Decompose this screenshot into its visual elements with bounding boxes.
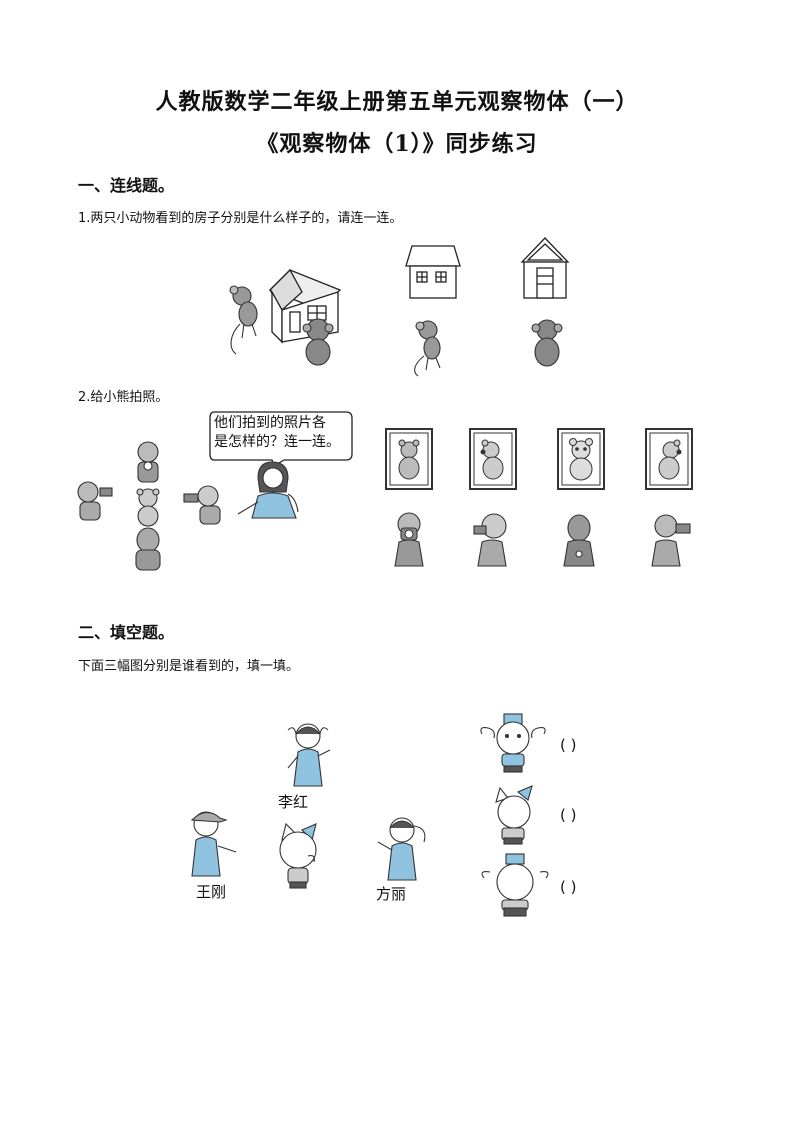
cat-center-image xyxy=(279,822,317,889)
blank-answer-2[interactable]: ( ) xyxy=(560,806,577,824)
girl-with-camera-front[interactable] xyxy=(389,510,429,568)
cat-view-side xyxy=(495,785,533,845)
curly-girl-with-camera[interactable] xyxy=(470,510,510,568)
house-perspective-image xyxy=(268,268,342,344)
bear-photo-back[interactable] xyxy=(385,428,433,490)
boy-with-camera-side[interactable] xyxy=(648,512,694,568)
girl-fang-li-image xyxy=(377,817,426,881)
teacher-image xyxy=(237,461,299,519)
bear-photo-side-left[interactable] xyxy=(469,428,517,490)
scene-monkeys-house xyxy=(229,268,342,366)
blank-answer-3[interactable]: ( ) xyxy=(560,878,577,896)
name-fang-li: 方丽 xyxy=(376,885,407,903)
bear-photo-side-right[interactable] xyxy=(645,428,693,490)
page-title: 人教版数学二年级上册第五单元观察物体（一） xyxy=(155,89,639,115)
speech-line-1: 他们拍到的照片各 xyxy=(214,415,326,431)
photographers-around-bear xyxy=(77,441,221,571)
section-heading-matching: 一、连线题。 xyxy=(78,176,175,195)
monkey-side-option[interactable] xyxy=(406,318,452,378)
child-back-view[interactable] xyxy=(560,514,598,568)
house-front-view[interactable] xyxy=(404,244,462,300)
house-side-view[interactable] xyxy=(520,236,570,300)
section-2-instruction: 下面三幅图分别是谁看到的，填一填。 xyxy=(78,659,300,674)
girl-li-hong-image xyxy=(287,723,331,787)
bear-photo-front[interactable] xyxy=(557,428,605,490)
boy-wang-gang-image xyxy=(190,811,237,877)
monkey-side-image xyxy=(229,285,258,355)
section-heading-fill-blank: 二、填空题。 xyxy=(78,623,175,642)
page-subtitle: 《观察物体（1）》同步练习 xyxy=(256,131,538,157)
speech-line-2: 是怎样的？连一连。 xyxy=(214,434,340,450)
cat-view-front xyxy=(480,713,546,773)
question-1-text: 1.两只小动物看到的房子分别是什么样子的，请连一连。 xyxy=(78,211,403,226)
blank-answer-1[interactable]: ( ) xyxy=(560,736,577,754)
question-2-text: 2.给小熊拍照。 xyxy=(78,390,169,405)
name-wang-gang: 王刚 xyxy=(196,883,227,901)
name-li-hong: 李红 xyxy=(278,793,309,811)
monkey-back-option[interactable] xyxy=(530,318,564,370)
monkey-back-image xyxy=(302,318,334,366)
cat-view-back xyxy=(481,853,549,917)
